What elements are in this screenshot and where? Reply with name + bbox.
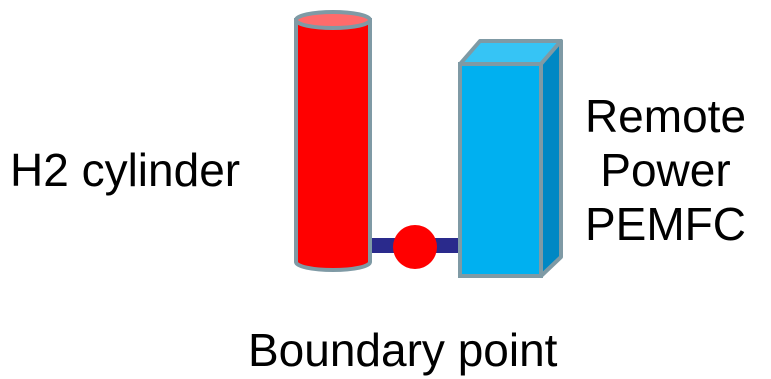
pemfc-label-line-1: Remote [584,90,747,142]
h2-cylinder [294,10,372,272]
pemfc-label: Remote Power PEMFC [560,89,771,251]
pemfc-box [458,39,563,278]
h2-cylinder-label: H2 cylinder [10,144,241,196]
pemfc-label-line-2: Power [600,144,731,196]
cylinder-body [294,18,372,272]
boundary-point-label: Boundary point [248,324,558,376]
box-front-face [458,62,543,278]
boundary-point-marker [393,225,437,269]
cylinder-top [294,10,372,30]
box-side-face [539,39,563,278]
pemfc-label-line-3: PEMFC [585,198,746,250]
